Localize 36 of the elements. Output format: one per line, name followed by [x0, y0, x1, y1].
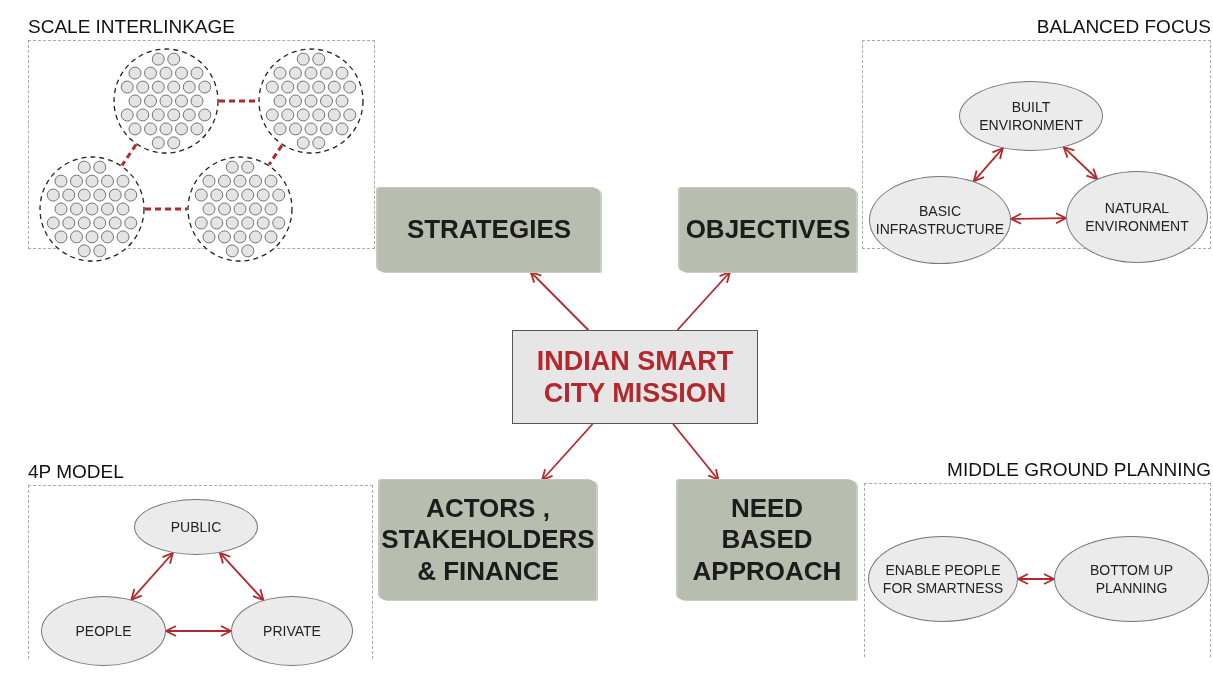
arrow: [219, 551, 265, 601]
ellipse-node: PEOPLE: [41, 596, 166, 666]
cluster-drawing: [113, 48, 219, 154]
cluster-drawing: [258, 48, 364, 154]
arrow: [541, 423, 594, 481]
connector-line: [219, 99, 258, 103]
connector-line: [145, 207, 187, 211]
arrow: [676, 271, 731, 331]
central-box: INDIAN SMART CITY MISSION: [512, 330, 758, 424]
connector-line: [267, 144, 284, 166]
topic-box: ACTORS , STAKEHOLDERS & FINANCE: [380, 480, 596, 600]
ellipse-node: PUBLIC: [134, 499, 258, 555]
ellipse-node: BOTTOM UP PLANNING: [1054, 536, 1209, 622]
arrow: [672, 423, 720, 481]
arrow: [1017, 573, 1055, 585]
arrow: [1062, 146, 1098, 180]
arrow: [529, 271, 590, 331]
arrow: [130, 552, 174, 601]
panel-heading: MIDDLE GROUND PLANNING: [947, 458, 1211, 482]
ellipse-node: NATURAL ENVIRONMENT: [1066, 171, 1208, 263]
panel-heading: SCALE INTERLINKAGE: [28, 15, 235, 39]
connector-line: [120, 143, 138, 167]
topic-box: OBJECTIVES: [680, 188, 856, 272]
ellipse-node: ENABLE PEOPLE FOR SMARTNESS: [868, 536, 1018, 622]
arrow: [1010, 212, 1067, 225]
ellipse-node: BASIC INFRASTRUCTURE: [869, 176, 1011, 264]
topic-box: STRATEGIES: [378, 188, 600, 272]
panel-heading: 4P MODEL: [28, 460, 124, 484]
topic-box: NEED BASED APPROACH: [678, 480, 856, 600]
ellipse-node: BUILT ENVIRONMENT: [959, 81, 1103, 151]
cluster-drawing: [39, 156, 145, 262]
arrow: [165, 625, 232, 637]
panel-heading: BALANCED FOCUS: [1036, 15, 1211, 39]
arrow: [972, 147, 1004, 183]
cluster-drawing: [187, 156, 293, 262]
ellipse-node: PRIVATE: [231, 596, 353, 666]
